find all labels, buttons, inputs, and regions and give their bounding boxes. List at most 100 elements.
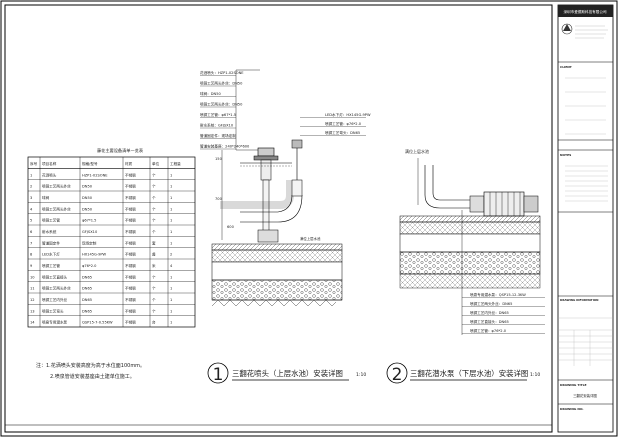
table-cell: DN65 [82,275,92,279]
table-cell: 不锈钢 [125,286,136,291]
table-cell: 现场定制 [82,240,97,245]
table-cell: 个 [152,172,156,177]
table-cell: 1 [170,173,172,177]
table-cell: 不锈钢 [125,320,136,325]
table-cell: DN50 [82,196,93,200]
pump-body [483,191,525,217]
table-cell: 4 [170,264,173,268]
table-header: 工程量 [170,161,181,166]
table-cell: 不锈钢 [125,206,136,211]
d2-label: 喷泉专用潜水泵：QSP15-12-3KW [470,292,526,297]
dim-2: 700 [215,197,223,201]
table-cell: 1 [170,275,172,279]
table-cell: 不锈钢 [125,184,136,189]
table-cell: 1 [170,196,172,200]
table-cell: DN50 [82,207,93,211]
table-cell: 1 [170,309,172,313]
inner-frame [4,4,553,433]
d2-label: 喷铜工艺直接头：DN65 [470,319,509,324]
table-cell: 个 [152,229,156,234]
section-drawing-info: DRAWING INFORMATION [560,298,599,302]
d1-water-label: 满位上层水池 [300,236,321,241]
dim-3: 600 [227,225,235,229]
table-cell: 不锈钢 [125,229,136,234]
table-cell: 套 [152,240,156,245]
d1-label: 喷铜工艺两头外丝：DN50 [200,81,243,86]
table-cell: 喷铜工艺直接头 [42,274,68,279]
nozzle-head [257,147,275,157]
d2-label: 喷铜工艺两头外丝：DN65 [470,301,512,306]
table-cell: 个 [152,218,156,223]
section-client: CLIENT [560,65,573,69]
table-cell: 6 [30,230,33,234]
table-cell: 1 [170,185,172,189]
table-cell: 不锈钢 [125,274,136,279]
table-cell: 3 [30,196,32,200]
d1-label: 射水系统：GFJSX10 [200,123,234,128]
section-notes: NOTES [560,153,571,157]
d1-label: 管道固定件：现场定制 [200,133,236,138]
table-cell: QSP15-7-0.55KW [82,321,113,325]
drawing-2-submersible-pump: 满位上层水池 喷泉专用潜水泵：QSP15-12-3KW 喷铜工艺两头外丝：DN65… [386,148,545,385]
d2-label: 喷铜工艺管：φ76*2.0 [470,328,507,333]
table-cell: 射水系统 [42,229,57,234]
table-cell: 个 [152,286,156,291]
table-header: 序号 [30,161,38,166]
led-light [291,139,303,149]
table-cell: 13 [30,309,35,313]
table-cell: 不锈钢 [125,308,136,313]
table-cell: 1 [170,219,172,223]
table-cell: 11 [30,287,35,291]
table-cell: 个 [152,308,156,313]
table-cell: 球阀 [42,195,50,200]
table-cell: 不锈钢 [125,297,136,302]
table-header: 单位 [152,161,160,166]
table-cell: 不锈钢 [125,195,136,200]
table-cell: 喷铜工艺两头外丝 [42,184,71,189]
table-cell: 1 [170,298,172,302]
d1-label: 球阀：DN50 [200,91,222,96]
table-cell: 4 [30,207,33,211]
table-cell: 不锈钢 [125,263,136,268]
table-cell: 盏 [152,252,156,257]
note-2: 2.喷泉管道安装基座由土建单位施工。 [50,373,135,380]
table-cell: 8 [30,253,33,257]
d2-water-label: 满位上层水池 [405,148,429,154]
table-cell: 7 [30,241,32,245]
table-cell: 14 [30,321,35,325]
table-cell: 个 [152,195,156,200]
table-cell: 台 [152,320,156,325]
table-cell: φ76*2.0 [82,264,97,268]
d1-number: 1 [213,365,224,385]
title-block: 深圳市爱德斯科技有限公司 CLIENT NOTES DRAWING INFORM… [557,4,614,433]
table-cell: 花洒喷头 [42,172,57,177]
table-title: 藤花主要设备清单一览表 [97,147,144,154]
table-cell: 5 [30,219,32,223]
d1-label: LED水下灯：HX145G-9PW [325,112,371,117]
table-cell: 喷铜工艺两头外丝 [42,286,71,291]
table-cell: 不锈钢 [125,252,136,257]
table-cell: DN65 [82,298,92,302]
table-header: 项目名称 [42,161,57,166]
d1-scale: 1:10 [356,372,366,378]
table-cell: φ67*1.5 [82,219,96,223]
table-cell: 喷铜工艺管 [42,218,60,223]
table-cell: 不锈钢 [125,240,136,245]
d1-title: 三翻花喷头（上层水池）安装详图 [232,369,343,378]
section-drawing-no: DRAWING NO. [560,407,584,411]
d2-title: 三翻花潜水泵（下层水池）安装详图 [410,369,528,378]
table-cell: 12 [30,298,35,302]
table-cell: 个 [152,274,156,279]
table-cell: 个 [152,206,156,211]
note-1: 注：1.花洒喷头安装高度为高于水位面100mm。 [36,362,145,369]
d1-label: 喷铜工艺管：φ67*1.5 [200,112,236,117]
d2-scale: 1:10 [530,372,540,378]
d1-label: 喷铜工艺两头外丝：DN50 [200,102,243,107]
table-cell: 1 [170,287,172,291]
table-cell: GFJSX10 [82,230,98,234]
table-cell: 个 [152,184,156,189]
table-cell: 10 [30,275,35,279]
